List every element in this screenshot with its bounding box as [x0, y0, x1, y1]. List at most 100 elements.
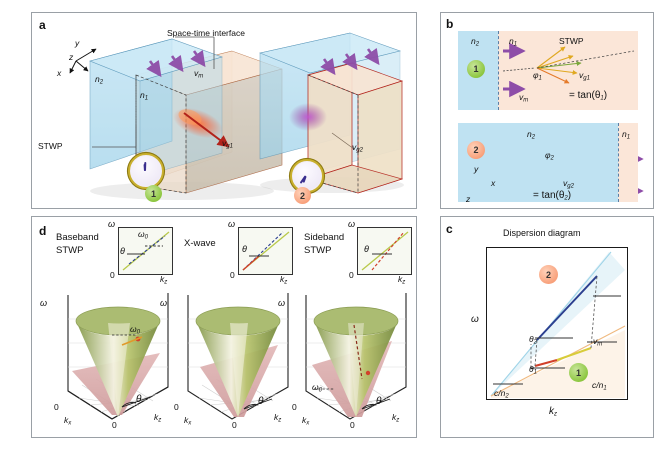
panel-d-cone-2-ylabel: ω [278, 298, 286, 308]
panel-d-cone-1-theta: θ [258, 396, 264, 407]
panel-b-axis-y: y [474, 164, 479, 174]
panel-d-inset-1-origin: 0 [230, 270, 235, 280]
panel-b-bottom-n2: n2 [527, 129, 536, 141]
panel-d-inset-0-xlabel: kz [160, 274, 168, 286]
panel-b: b [440, 12, 654, 209]
panel-d-cone-1 [187, 293, 289, 420]
panel-b-bottom-n1: n1 [622, 129, 631, 141]
panel-a-illustration [69, 32, 404, 200]
panel-c-xlabel: kz [549, 406, 557, 418]
panel-b-phi2-label: φ2 [545, 150, 554, 162]
panel-b-bottom-medium-n1 [618, 123, 638, 202]
panel-d-cone-2-origin-left: 0 [292, 402, 297, 412]
panel-b-vg1-label: vg1 [579, 70, 590, 82]
panel-c-theta1-label: θ1 [529, 364, 537, 376]
panel-b-stwp-label: STWP [559, 36, 584, 46]
badge-1-panel-a: 1 [145, 185, 162, 202]
clock-2 [290, 159, 324, 193]
panel-d-cone-0-theta: θ [136, 394, 142, 405]
panel-b-label: b [446, 17, 454, 31]
panel-d-inset-2-xlabel: kz [398, 274, 406, 286]
panel-d-inset-0-theta: θ [120, 246, 125, 256]
panel-d-inset-2-theta: θ [364, 244, 369, 254]
panel-c-vm-label: vm [593, 336, 603, 348]
vm-label-a: vm [194, 68, 204, 80]
panel-c-label: c [446, 222, 453, 236]
space-time-interface-label: Space-time interface [167, 28, 245, 38]
panel-b-axis-x: x [491, 178, 496, 188]
panel-b-phi1-label: φ1 [533, 70, 542, 82]
panel-d-cone-2-xlabel-z: kz [392, 412, 400, 424]
vg2-label-a: vg2 [352, 142, 363, 154]
panel-d-inset-1-xlabel: kz [280, 274, 288, 286]
axis-z-label: z [69, 52, 74, 62]
panel-a-label: a [39, 18, 46, 32]
panel-b-top-interface [498, 31, 499, 110]
panel-c-cn1-label: c/n1 [592, 380, 607, 392]
panel-d-cone-1-ylabel: ω [160, 298, 168, 308]
panel-d-cone-0-xlabel-x: kx [64, 415, 72, 427]
dispersion-plot [486, 247, 628, 400]
panel-d-inset-1 [238, 227, 293, 275]
panel-d-title-1-line1: X-wave [184, 238, 216, 249]
index-n1-label: n1 [140, 90, 149, 102]
panel-d-cone-2 [305, 293, 407, 420]
clock-1 [128, 153, 164, 189]
panel-d: d Baseband STWP ω ω0 θ 0 kz [31, 216, 417, 438]
panel-d-inset-0-omega0: ω0 [138, 229, 148, 241]
panel-c-title: Dispersion diagram [503, 228, 581, 238]
panel-d-cone-0-origin-left: 0 [54, 402, 59, 412]
panel-d-inset-2 [357, 227, 412, 275]
panel-d-inset-1-ylabel: ω [228, 219, 236, 229]
panel-b-vg2-label: vg2 [563, 178, 574, 190]
panel-b-top-n1: n1 [509, 36, 518, 48]
panel-d-cone-0-ylabel: ω [40, 298, 48, 308]
panel-c-theta2-label: θ2 [529, 334, 537, 346]
panel-d-inset-0-origin: 0 [110, 270, 115, 280]
panel-b-axis-z: z [466, 194, 471, 204]
panel-d-cone-2-xlabel-x: kx [302, 415, 310, 427]
panel-d-inset-0 [118, 227, 173, 275]
panel-b-bottom-medium-n2 [458, 123, 618, 202]
badge-1-panel-b: 1 [467, 60, 485, 78]
panel-d-inset-2-ylabel: ω [348, 219, 356, 229]
panel-d-title-2-line2: STWP [304, 245, 332, 256]
panel-d-cone-0-omega0: ω0 [130, 324, 140, 336]
panel-b-bottom-equation: = tan(θ2) [533, 190, 572, 202]
panel-d-cone-1-origin-right: 0 [232, 420, 237, 430]
panel-d-title-0-line2: STWP [56, 245, 84, 256]
panel-b-bottom-interface [618, 123, 619, 202]
panel-d-cone-1-xlabel-x: kx [184, 415, 192, 427]
panel-d-cone-0-origin-right: 0 [112, 420, 117, 430]
axis-y-label: y [75, 38, 80, 48]
panel-d-cone-2-theta: θ [376, 396, 382, 407]
panel-d-inset-0-ylabel: ω [108, 219, 116, 229]
panel-d-cone-2-omega0: ω0 [312, 382, 322, 394]
clock-2-face [293, 162, 321, 190]
dispersion-plot-svg [490, 251, 626, 398]
index-n2-label: n2 [95, 74, 104, 86]
panel-b-vm-label: vm [519, 92, 529, 104]
panel-d-cone-0 [67, 293, 169, 420]
panel-c-cn2-label: c/n2 [494, 388, 509, 400]
panel-c-ylabel: ω [471, 314, 479, 325]
panel-b-top-equation: = tan(θ1) [569, 90, 608, 102]
panel-b-top-n2: n2 [471, 36, 480, 48]
badge-2-panel-c: 2 [539, 265, 558, 284]
badge-2-panel-b: 2 [467, 141, 485, 159]
panel-d-inset-2-origin: 0 [349, 270, 354, 280]
panel-d-cone-1-origin-left: 0 [174, 402, 179, 412]
stwp-callout-label: STWP [38, 141, 63, 151]
axis-x-label: x [57, 68, 62, 78]
panel-d-title-2-line1: Sideband [304, 232, 345, 243]
panel-d-cone-2-origin-right: 0 [350, 420, 355, 430]
vg1-label-a: vg1 [222, 138, 233, 150]
clock-1-face [131, 156, 161, 186]
badge-2-panel-a: 2 [294, 187, 311, 204]
badge-1-panel-c: 1 [569, 363, 588, 382]
panel-d-title-0-line1: Baseband [56, 232, 99, 243]
panel-d-inset-1-theta: θ [242, 244, 247, 254]
panel-d-label: d [39, 224, 47, 238]
panel-d-cone-1-xlabel-z: kz [274, 412, 282, 424]
